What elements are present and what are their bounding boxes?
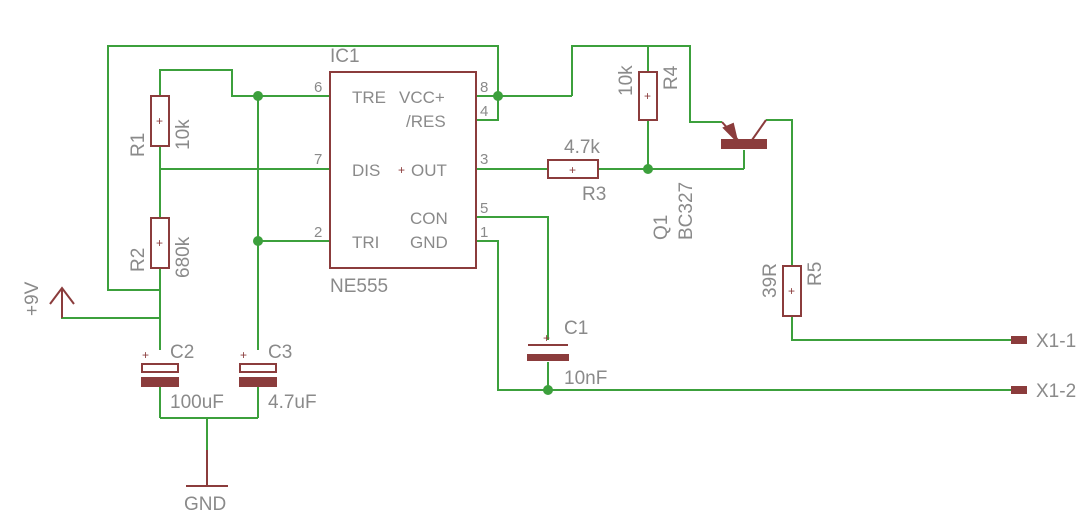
pin-label-out: OUT [411, 161, 447, 180]
c2-value: 100uF [170, 392, 224, 413]
wire-vcc-top-loop [107, 45, 499, 291]
supply-label: +9V [22, 281, 43, 316]
capacitor-plate [239, 363, 277, 373]
junction-dot [493, 91, 503, 101]
wire-vcc-r4 [571, 45, 722, 123]
r2-name: R2 [128, 248, 149, 272]
q1-value: BC327 [676, 182, 697, 240]
junction-dot [253, 236, 263, 246]
resistor-plus-marker: + [788, 284, 795, 298]
r4-value: 10k [616, 65, 637, 96]
wire-r1-top [159, 69, 258, 97]
connector-pin-icon [1011, 386, 1027, 394]
c1-value: 10nF [564, 368, 607, 389]
pin-number-3: 3 [480, 151, 488, 168]
resistor-r1: + R1 10k [128, 95, 194, 157]
resistor-body [150, 95, 170, 147]
pin-label-dis: DIS [352, 161, 380, 180]
pin-number-4: 4 [480, 103, 488, 120]
resistor-r2: + R2 680k [128, 217, 194, 278]
capacitor-c3: + C3 4.7uF [239, 342, 317, 413]
resistor-body [150, 217, 170, 269]
capacitor-plus-marker: + [142, 348, 149, 362]
pin-label-vcc: VCC+ [399, 88, 445, 107]
pin-number-2: 2 [314, 224, 322, 241]
capacitor-c1: + C1 10nF [527, 318, 607, 389]
r5-value: 39R [760, 263, 781, 298]
junctions [253, 91, 653, 395]
capacitor-plate [527, 354, 569, 361]
transistor-emitter-arrow [722, 122, 739, 145]
resistor-r5: + 39R R5 [760, 262, 826, 317]
r4-name: R4 [661, 65, 682, 90]
r1-name: R1 [128, 133, 149, 157]
supply-symbol: +9V [22, 281, 75, 318]
c3-value: 4.7uF [268, 392, 317, 413]
connector-x1-2: X1-2 [1011, 381, 1076, 402]
pin-label-tre: TRE [352, 88, 386, 107]
ic1-name: IC1 [330, 46, 360, 67]
connector-label: X1-2 [1036, 381, 1076, 402]
resistor-plus-marker: + [156, 114, 163, 128]
transistor-q1: Q1 BC327 [651, 119, 767, 240]
transistor-base-bar [721, 139, 767, 149]
resistor-plus-marker: + [156, 236, 163, 250]
junction-dot [253, 91, 263, 101]
connector-label: X1-1 [1036, 331, 1076, 352]
pin-number-8: 8 [480, 79, 488, 96]
pin-label-gnd: GND [410, 233, 448, 252]
r5-name: R5 [805, 262, 826, 286]
wire-pin4 [476, 96, 499, 121]
pin-number-1: 1 [480, 224, 488, 241]
wire-pin5 [476, 216, 549, 340]
resistor-r3: + 4.7k R3 [547, 137, 606, 205]
pin-label-con: CON [410, 209, 448, 228]
r1-value: 10k [173, 119, 194, 150]
resistor-r4: + 10k R4 [616, 65, 682, 121]
ic1-body [329, 71, 477, 269]
wire-pin1 [476, 240, 1012, 391]
junction-dot [543, 385, 553, 395]
transistor-collector-lead [751, 119, 767, 141]
resistor-body [638, 71, 658, 121]
connector-x1-1: X1-1 [1011, 331, 1076, 352]
out-plus-marker: + [398, 163, 405, 177]
capacitor-plate [141, 363, 179, 373]
c3-name: C3 [268, 342, 292, 363]
r3-name: R3 [582, 184, 606, 205]
capacitor-plate [239, 377, 277, 387]
resistor-body [547, 159, 599, 179]
wire-r5-out [791, 316, 1012, 341]
ground-label: GND [184, 494, 226, 515]
resistor-body [782, 265, 802, 317]
wire-supply [61, 290, 160, 319]
ic1-value: NE555 [330, 276, 388, 297]
resistor-plus-marker: + [644, 89, 651, 103]
c1-name: C1 [564, 318, 588, 339]
capacitor-plus-marker: + [543, 331, 550, 345]
pin-label-tri: TRI [352, 233, 379, 252]
q1-name: Q1 [651, 215, 672, 240]
wire-collector [766, 119, 793, 266]
ground-symbol: GND [184, 450, 228, 515]
r2-value: 680k [173, 236, 194, 278]
r3-value: 4.7k [564, 137, 600, 158]
ic1-ne555: IC1 NE555 6 7 2 8 4 3 5 1 TRE VCC+ /RES … [314, 46, 488, 297]
capacitor-plate [141, 377, 179, 387]
capacitor-c2: + C2 100uF [141, 342, 224, 413]
pin-number-7: 7 [314, 151, 322, 168]
junction-dot [643, 164, 653, 174]
connector-pin-icon [1011, 336, 1027, 344]
pin-label-res: /RES [406, 112, 446, 131]
pin-number-6: 6 [314, 79, 322, 96]
resistor-plus-marker: + [569, 163, 576, 177]
wires [61, 45, 1012, 486]
capacitor-plus-marker: + [240, 348, 247, 362]
c2-name: C2 [170, 342, 194, 363]
pin-number-5: 5 [480, 200, 488, 217]
